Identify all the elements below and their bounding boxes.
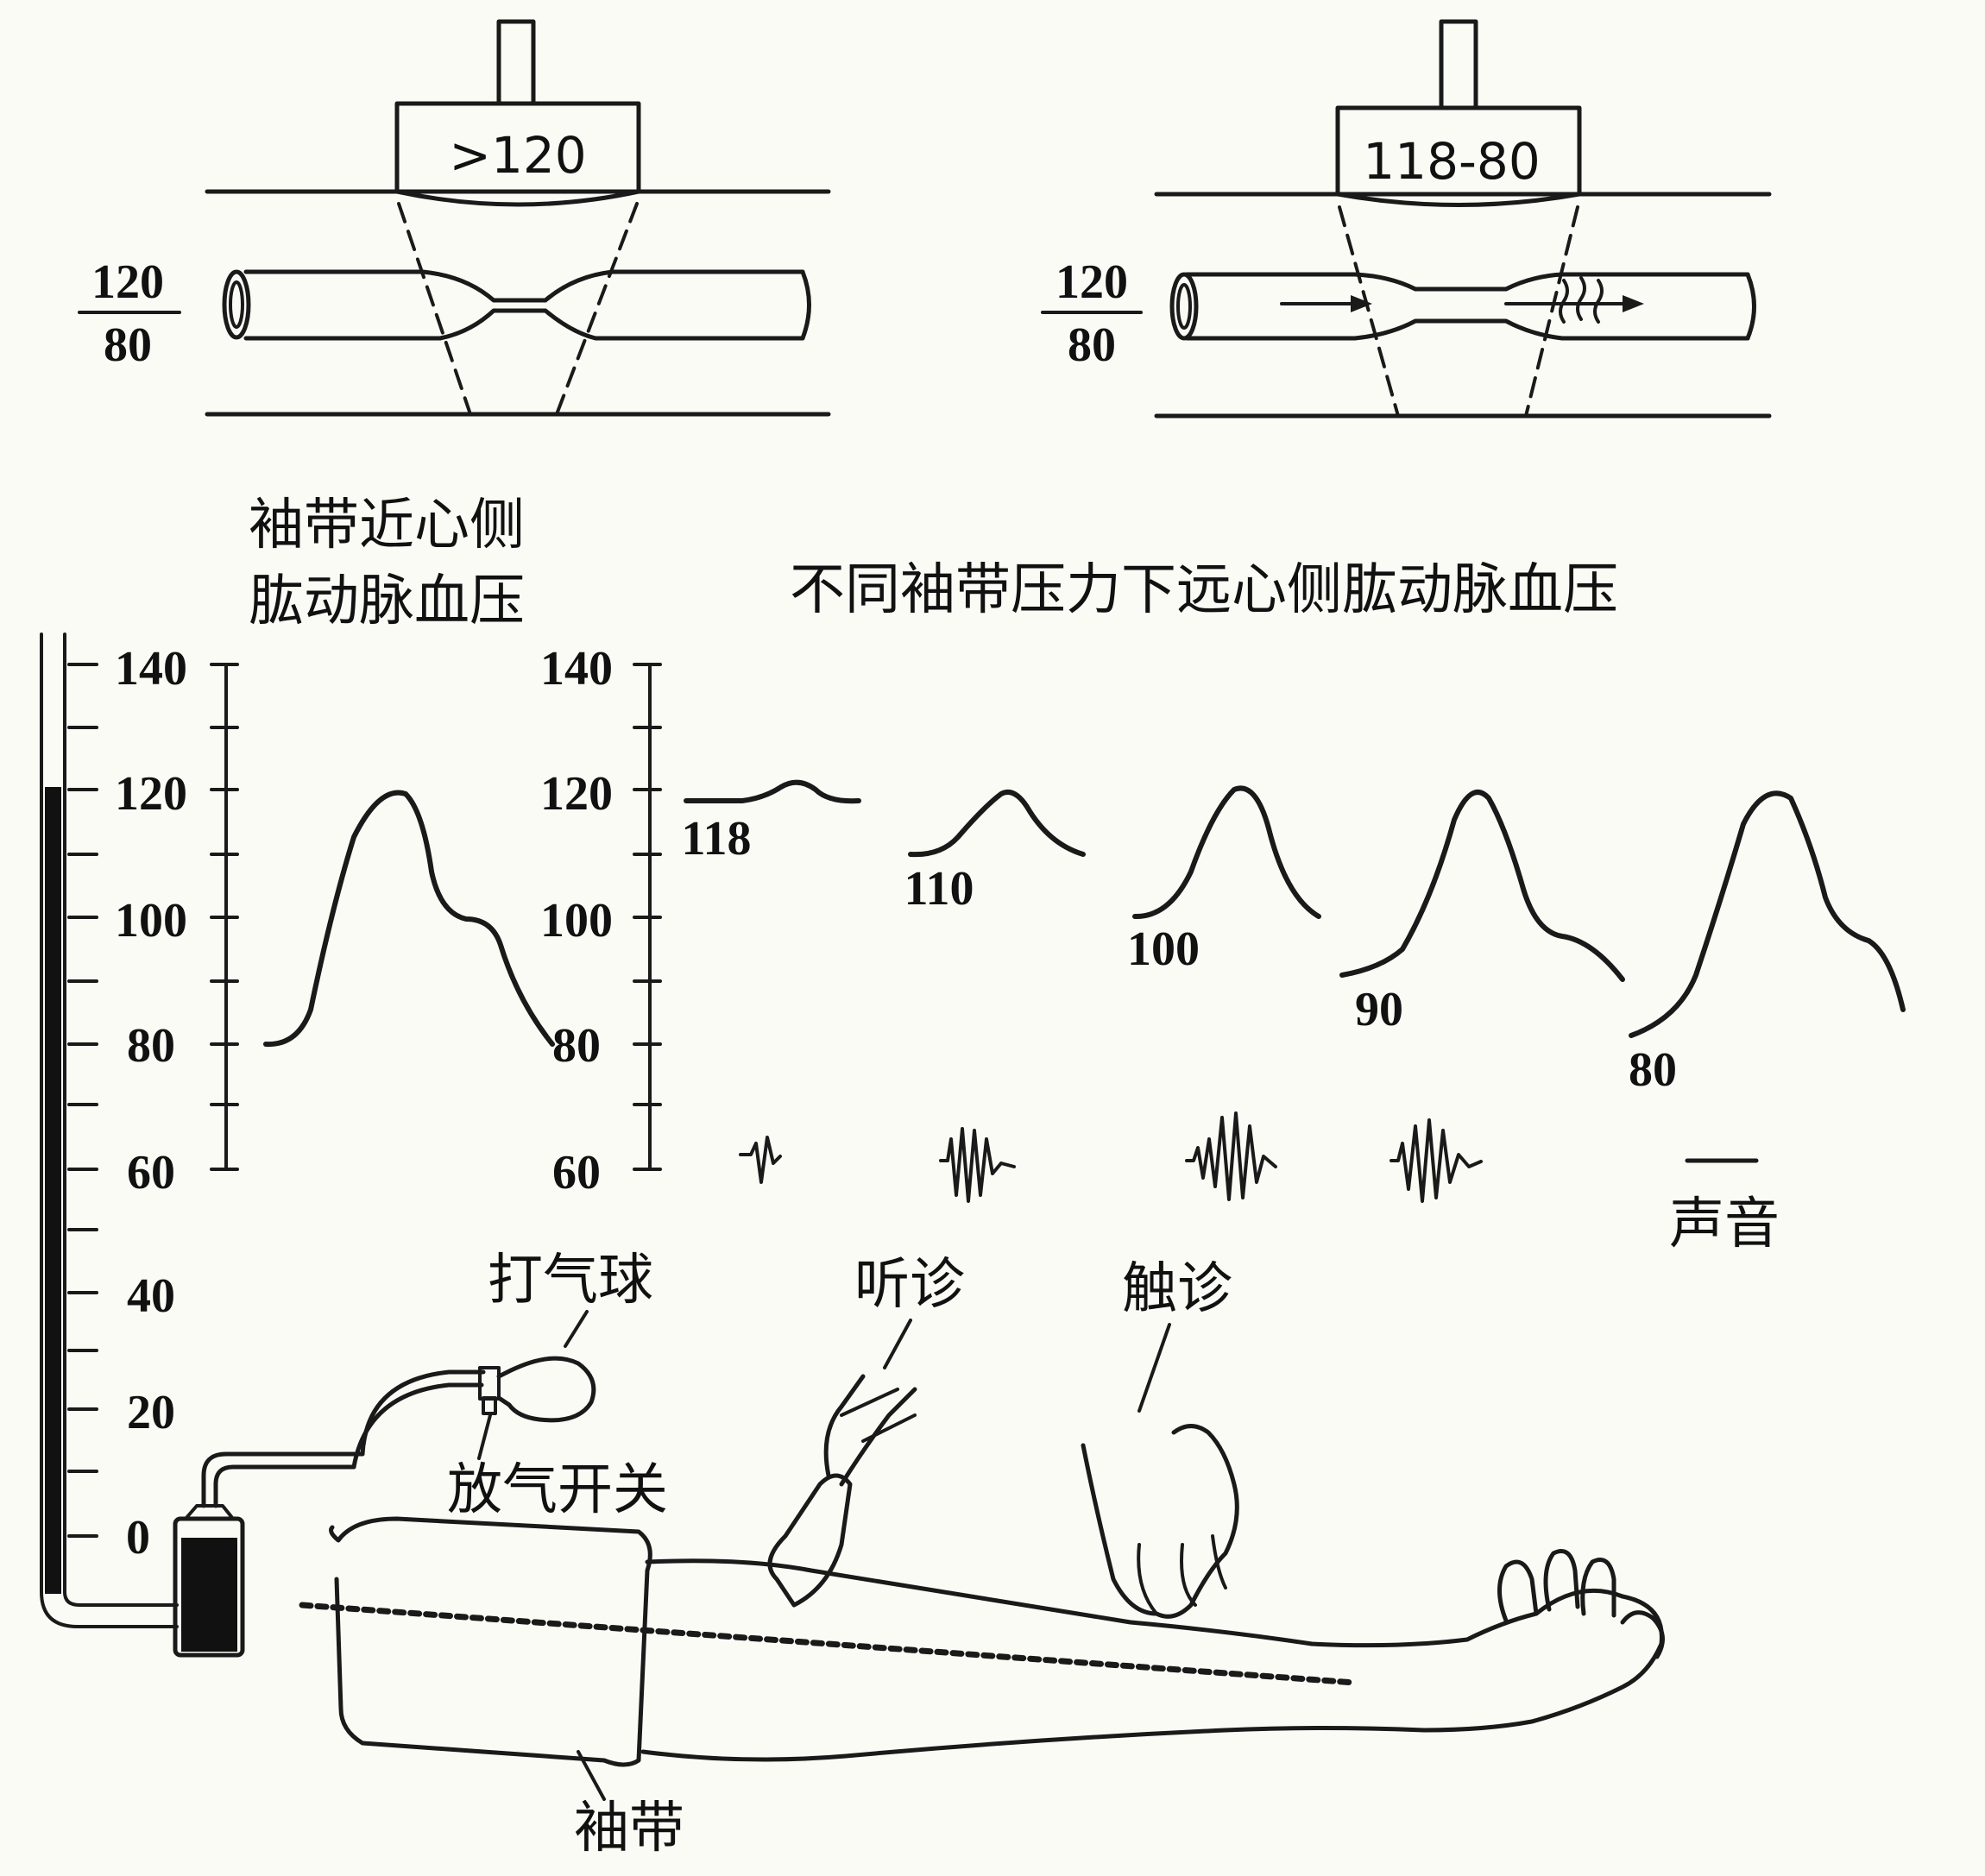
pulse-label-80: 80	[1629, 1043, 1677, 1097]
manometer-tick-120: 120	[115, 767, 187, 821]
pulse-wave-100	[1132, 785, 1321, 920]
pulse-wave-110	[908, 789, 1086, 858]
sound-trace-118	[739, 1136, 782, 1184]
sound-legend: 声音	[1669, 1193, 1780, 1256]
manometer-tick-140: 140	[115, 642, 187, 696]
inflation-bulb	[351, 1356, 596, 1470]
distal-tick-140: 140	[540, 642, 613, 696]
pulse-label-110: 110	[904, 862, 974, 916]
manometer-tick-80: 80	[127, 1019, 175, 1073]
cuff-box-value-left: >120	[449, 126, 586, 185]
pressure-systolic-right: 120	[1056, 255, 1128, 309]
distal-pressure-axis: 140 120 100 80 60	[540, 642, 662, 1199]
proximal-pulse-wave	[263, 790, 555, 1048]
pulse-label-118: 118	[682, 812, 752, 866]
pressure-systolic-left: 120	[91, 255, 164, 309]
sound-trace-100	[1185, 1111, 1277, 1201]
pulse-wave-80	[1629, 790, 1906, 1038]
korotkoff-sounds: 声音	[739, 1111, 1780, 1256]
valve-label: 放气开关	[447, 1458, 668, 1522]
cuff	[329, 1516, 652, 1767]
manometer-tick-20: 20	[127, 1386, 175, 1439]
cuff-label: 袖带	[574, 1797, 684, 1860]
manometer-tick-40: 40	[127, 1269, 175, 1323]
proximal-title-line1: 袖带近心侧	[249, 494, 525, 557]
distal-tick-100: 100	[540, 894, 613, 947]
distal-tick-120: 120	[540, 767, 613, 821]
top-left-panel: >120 120 80	[78, 19, 831, 417]
distal-title: 不同袖带压力下远心侧肱动脉血压	[790, 558, 1618, 622]
sound-trace-90	[1390, 1118, 1483, 1203]
pressure-diastolic-right: 80	[1068, 318, 1116, 372]
sound-trace-110	[939, 1127, 1016, 1203]
bulb-label: 打气球	[488, 1249, 653, 1313]
distal-pulse-waves: 118 110 100 90 80	[682, 779, 1906, 1097]
stethoscope-chestpiece	[767, 1473, 853, 1608]
cuff-box-value-right: 118-80	[1363, 132, 1540, 191]
distal-tick-80: 80	[552, 1019, 601, 1073]
pressure-diastolic-left: 80	[104, 318, 152, 372]
arm-illustration	[299, 1374, 1665, 1767]
palpating-hand	[1081, 1424, 1239, 1619]
pulse-wave-118	[684, 779, 861, 804]
top-right-panel: 118-80 120 80	[1041, 19, 1772, 419]
manometer-tick-100: 100	[115, 894, 187, 947]
proximal-pressure-axis	[210, 663, 555, 1171]
proximal-title-line2: 肱动脉血压	[249, 570, 525, 633]
mercury-manometer: 140 120 100 80 60 40 20 0	[40, 633, 365, 1658]
manometer-tick-0: 0	[126, 1511, 150, 1564]
pulse-wave-90	[1339, 790, 1625, 982]
manometer-tick-60: 60	[127, 1146, 175, 1199]
distal-tick-60: 60	[552, 1146, 601, 1199]
pulse-label-100: 100	[1127, 922, 1200, 976]
palpation-label: 触诊	[1122, 1257, 1232, 1321]
pulse-label-90: 90	[1355, 983, 1403, 1036]
auscultation-label: 听诊	[854, 1253, 965, 1317]
